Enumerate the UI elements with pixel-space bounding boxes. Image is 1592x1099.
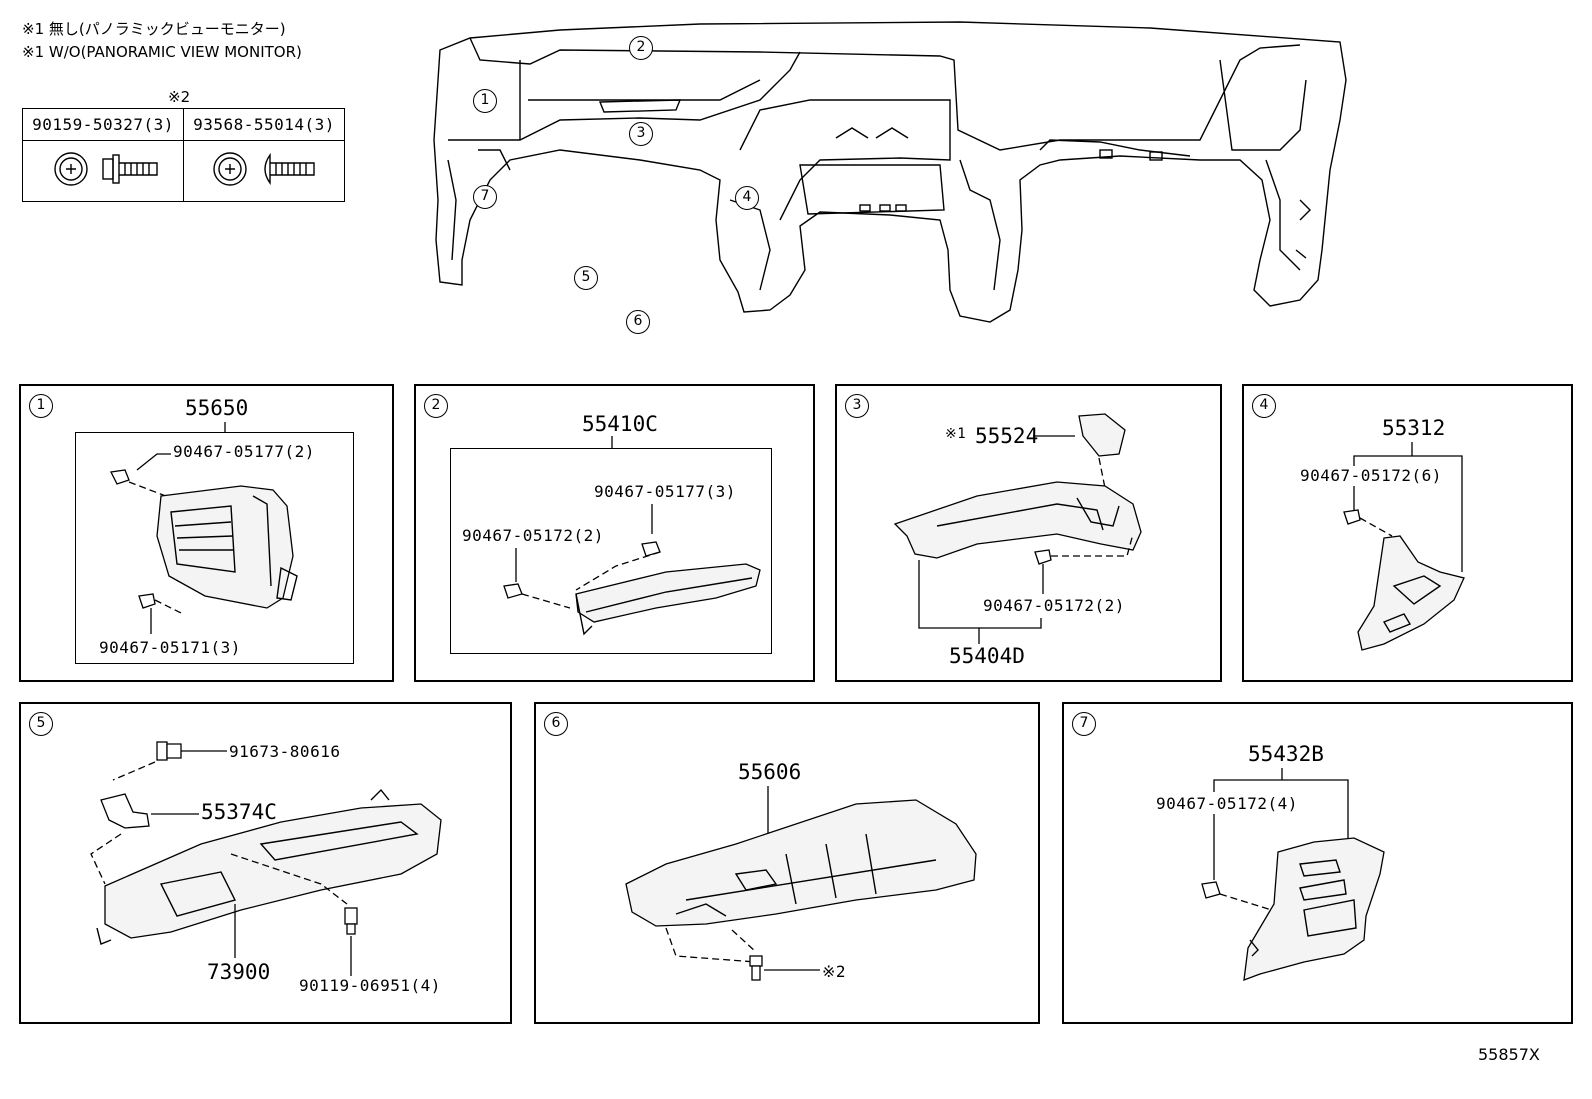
panel-5-main-part[interactable]: 73900 xyxy=(207,960,271,984)
fastener-col1: 90159-50327(3) xyxy=(22,108,184,141)
panel-5-callout: 5 xyxy=(29,712,53,736)
panel-3-drawing xyxy=(893,413,1142,644)
fastener-col2: 93568-55014(3) xyxy=(183,108,345,141)
clip-icon xyxy=(1343,509,1361,525)
panel-3-callout: 3 xyxy=(845,394,869,418)
side-garnish-icon xyxy=(1243,837,1385,981)
panel-1-part-b[interactable]: 90467-05171(3) xyxy=(99,638,241,657)
clip-icon xyxy=(110,469,130,485)
bracket-icon xyxy=(100,793,150,829)
panel-7-callout: 7 xyxy=(1072,712,1096,736)
bolt-icon xyxy=(102,154,158,184)
fastener-cell2-icons xyxy=(183,140,345,202)
panel-2-inner-frame xyxy=(450,448,772,654)
note-en: ※1 W/O(PANORAMIC VIEW MONITOR) xyxy=(22,43,302,61)
panel-4-main-part[interactable]: 55312 xyxy=(1382,416,1446,440)
bolt-icon xyxy=(749,955,763,981)
panel-1: 1 55650 90467-05177(2) 90467-05171(3) xyxy=(19,384,394,682)
panel-2: 2 55410C 90467-05177(3) 90467-05172(2) xyxy=(414,384,815,682)
overview-callout-3[interactable]: 3 xyxy=(629,122,653,146)
panel-5: 5 91673-80616 55374C 73900 90119-06951(4… xyxy=(19,702,512,1024)
panel-1-main-part[interactable]: 55650 xyxy=(185,396,249,420)
under-cover-icon xyxy=(625,799,977,927)
overview-callout-7[interactable]: 7 xyxy=(473,185,497,209)
bolt-icon xyxy=(156,741,182,761)
panel-6: 6 55606 ※2 xyxy=(534,702,1040,1024)
panel-3-garnish-icon xyxy=(893,481,1142,559)
trim-strip-icon xyxy=(575,563,761,636)
overview-callout-6[interactable]: 6 xyxy=(626,310,650,334)
panel-1-callout: 1 xyxy=(29,394,53,418)
panel-5-part-a[interactable]: 91673-80616 xyxy=(229,742,341,761)
panel-7-main-part[interactable]: 55432B xyxy=(1248,742,1324,766)
panel-3-main-part[interactable]: 55404D xyxy=(949,644,1025,668)
panel-1-drawing xyxy=(110,422,298,634)
bolt-icon xyxy=(264,152,315,186)
sensor-cover-icon xyxy=(1078,413,1126,457)
overview-callout-4[interactable]: 4 xyxy=(735,186,759,210)
clip-icon xyxy=(641,541,661,557)
panel-7: 7 55432B 90467-05172(4) xyxy=(1062,702,1573,1024)
panel-7-part-a[interactable]: 90467-05172(4) xyxy=(1156,794,1298,813)
bolt-icon xyxy=(344,907,358,935)
panel-1-inner-frame xyxy=(75,432,354,664)
screw-head-icon xyxy=(54,152,88,186)
note-jp: ※1 無し(パノラミックビューモニター) xyxy=(22,20,286,38)
overview-callout-2[interactable]: 2 xyxy=(629,36,653,60)
fastener-table: 90159-50327(3) 93568-55014(3) xyxy=(22,108,345,202)
lower-panel-icon xyxy=(96,788,442,945)
screw-head-icon xyxy=(213,152,247,186)
panel-6-drawing xyxy=(625,786,977,981)
panel-5-part-b[interactable]: 55374C xyxy=(201,800,277,824)
panel-5-drawing xyxy=(90,741,442,976)
panel-6-main-part[interactable]: 55606 xyxy=(738,760,802,784)
panel-3-sub-mark: ※1 xyxy=(945,426,967,442)
panel-2-part-b[interactable]: 90467-05172(2) xyxy=(462,526,604,545)
diagram-code: 55857X xyxy=(1478,1045,1540,1064)
panel-4-callout: 4 xyxy=(1252,394,1276,418)
panel-3-sub-part[interactable]: 55524 xyxy=(975,424,1039,448)
overview-callout-5[interactable]: 5 xyxy=(574,266,598,290)
clip-icon xyxy=(1034,549,1052,565)
clip-icon xyxy=(138,593,156,609)
panel-3: 3 ※1 55524 90467-05172(2) 55404D xyxy=(835,384,1222,682)
panel-6-callout: 6 xyxy=(544,712,568,736)
side-panel-icon xyxy=(1357,535,1465,651)
overview-callout-1[interactable]: 1 xyxy=(473,89,497,113)
panel-3-part-a[interactable]: 90467-05172(2) xyxy=(983,596,1125,615)
panel-5-part-c[interactable]: 90119-06951(4) xyxy=(299,976,441,995)
panel-2-drawing xyxy=(503,436,761,636)
panel-2-callout: 2 xyxy=(424,394,448,418)
vent-assembly-icon xyxy=(156,485,298,609)
panel-4-part-a[interactable]: 90467-05172(6) xyxy=(1300,466,1442,485)
panel-6-part-a[interactable]: ※2 xyxy=(822,962,847,981)
panel-4: 4 55312 90467-05172(6) xyxy=(1242,384,1573,682)
fastener-mark: ※2 xyxy=(168,88,191,106)
panel-7-drawing xyxy=(1201,768,1385,981)
panel-2-part-a[interactable]: 90467-05177(3) xyxy=(594,482,736,501)
clip-icon xyxy=(1201,881,1221,899)
clip-icon xyxy=(503,583,523,599)
dashboard-overview-drawing xyxy=(433,21,1347,323)
panel-1-part-a[interactable]: 90467-05177(2) xyxy=(173,442,315,461)
panel-4-drawing xyxy=(1343,442,1465,651)
panel-2-main-part[interactable]: 55410C xyxy=(582,412,658,436)
